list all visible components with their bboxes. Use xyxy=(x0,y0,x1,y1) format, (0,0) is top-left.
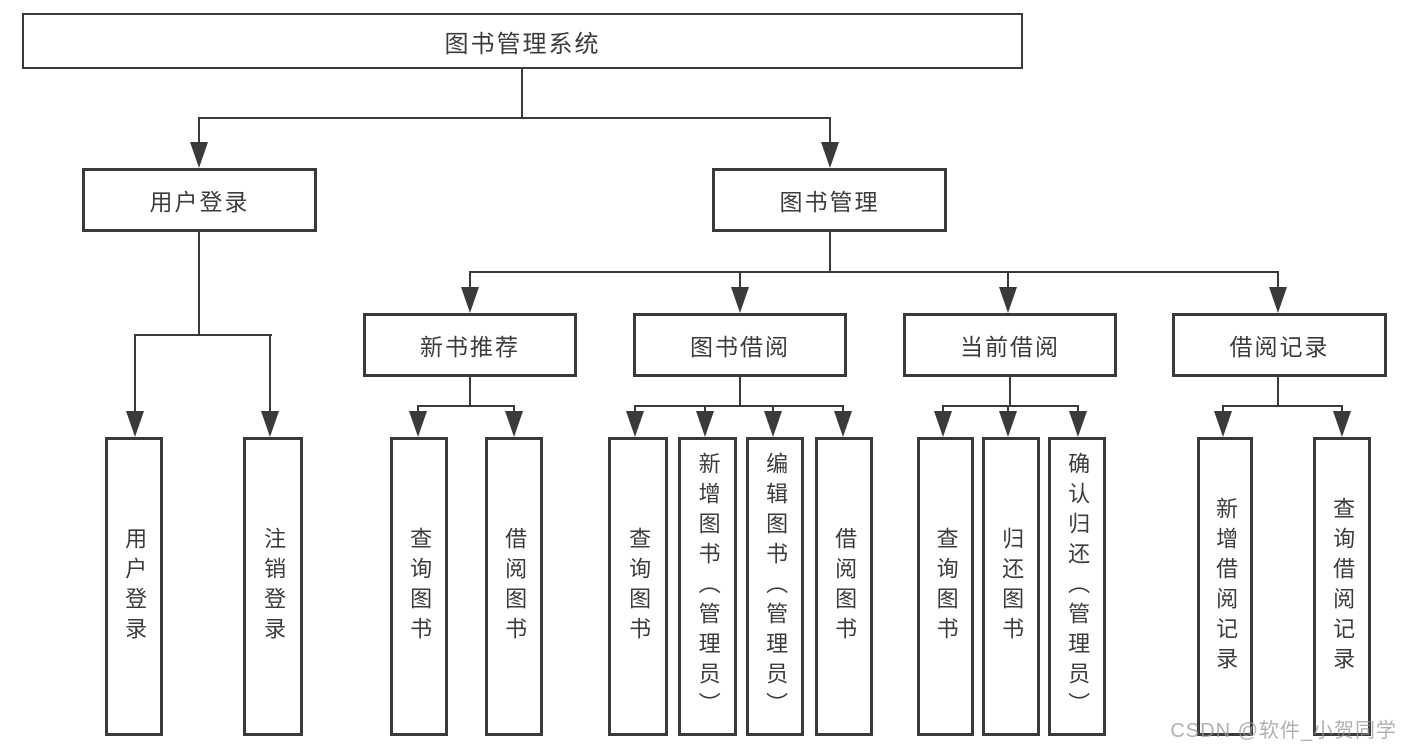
leaf-confirm-return-admin: 确认归还（管理员） xyxy=(1048,437,1106,736)
arrow-down-icon xyxy=(834,411,852,437)
connector-line xyxy=(1077,405,1079,413)
arrow-down-icon xyxy=(505,411,523,437)
node-book-borrow: 图书借阅 xyxy=(633,313,847,377)
leaf-edit-book-admin: 编辑图书（管理员） xyxy=(746,437,804,736)
arrow-down-icon xyxy=(126,411,144,437)
leaf-return-book: 归还图书 xyxy=(982,437,1040,736)
node-borrow-records: 借阅记录 xyxy=(1172,313,1387,377)
connector-line xyxy=(1222,405,1343,407)
connector-line xyxy=(772,405,774,413)
connector-line xyxy=(829,117,831,143)
connector-line xyxy=(469,377,471,406)
connector-line xyxy=(198,117,200,143)
leaf-query-books-recommend: 查询图书 xyxy=(390,437,448,736)
connector-line xyxy=(417,405,515,407)
arrow-down-icon xyxy=(821,142,839,168)
arrow-down-icon xyxy=(261,411,279,437)
arrow-down-icon xyxy=(999,287,1017,313)
leaf-add-book-admin: 新增图书（管理员） xyxy=(678,437,737,736)
connector-line xyxy=(1277,377,1279,406)
connector-line xyxy=(417,405,419,413)
leaf-add-borrow-record: 新增借阅记录 xyxy=(1197,437,1253,736)
leaf-query-borrow-record: 查询借阅记录 xyxy=(1313,437,1371,736)
arrow-down-icon xyxy=(1269,287,1287,313)
connector-line xyxy=(704,405,706,413)
arrow-down-icon xyxy=(1214,411,1232,437)
node-current-borrow: 当前借阅 xyxy=(903,313,1117,377)
connector-line xyxy=(634,405,636,413)
connector-line xyxy=(134,334,272,336)
connector-line xyxy=(739,377,741,406)
connector-line xyxy=(269,334,271,412)
connector-line xyxy=(198,117,831,119)
arrow-down-icon xyxy=(409,411,427,437)
arrow-down-icon xyxy=(696,411,714,437)
connector-line xyxy=(198,232,200,335)
connector-line xyxy=(1009,377,1011,406)
connector-line xyxy=(842,405,844,413)
connector-line xyxy=(521,69,523,118)
arrow-down-icon xyxy=(190,142,208,168)
connector-line xyxy=(942,405,944,413)
arrow-down-icon xyxy=(626,411,644,437)
arrow-down-icon xyxy=(731,287,749,313)
connector-line xyxy=(829,232,831,272)
connector-line xyxy=(134,334,136,412)
connector-line xyxy=(469,271,1279,273)
csdn-watermark: CSDN @软件_小贺同学 xyxy=(1170,720,1397,742)
connector-line xyxy=(513,405,515,413)
leaf-query-books-current: 查询图书 xyxy=(917,437,974,736)
arrow-down-icon xyxy=(1069,411,1087,437)
connector-line xyxy=(1277,271,1279,288)
connector-line xyxy=(1222,405,1224,413)
connector-line xyxy=(942,405,1079,407)
arrow-down-icon xyxy=(764,411,782,437)
arrow-down-icon xyxy=(934,411,952,437)
node-user-login: 用户登录 xyxy=(82,168,317,232)
connector-line xyxy=(469,271,471,288)
connector-line xyxy=(634,405,844,407)
arrow-down-icon xyxy=(999,411,1017,437)
connector-line xyxy=(1007,271,1009,288)
leaf-logout: 注销登录 xyxy=(243,437,303,736)
connector-line xyxy=(1007,405,1009,413)
leaf-query-books-borrow: 查询图书 xyxy=(608,437,668,736)
node-book-management: 图书管理 xyxy=(712,168,947,232)
leaf-user-login: 用户登录 xyxy=(105,437,163,736)
arrow-down-icon xyxy=(1333,411,1351,437)
arrow-down-icon xyxy=(461,287,479,313)
leaf-borrow-books-recommend: 借阅图书 xyxy=(485,437,543,736)
connector-line xyxy=(1341,405,1343,413)
node-new-book-recommend: 新书推荐 xyxy=(363,313,577,377)
leaf-borrow-books: 借阅图书 xyxy=(815,437,873,736)
connector-line xyxy=(739,271,741,288)
node-library-system: 图书管理系统 xyxy=(22,13,1023,69)
